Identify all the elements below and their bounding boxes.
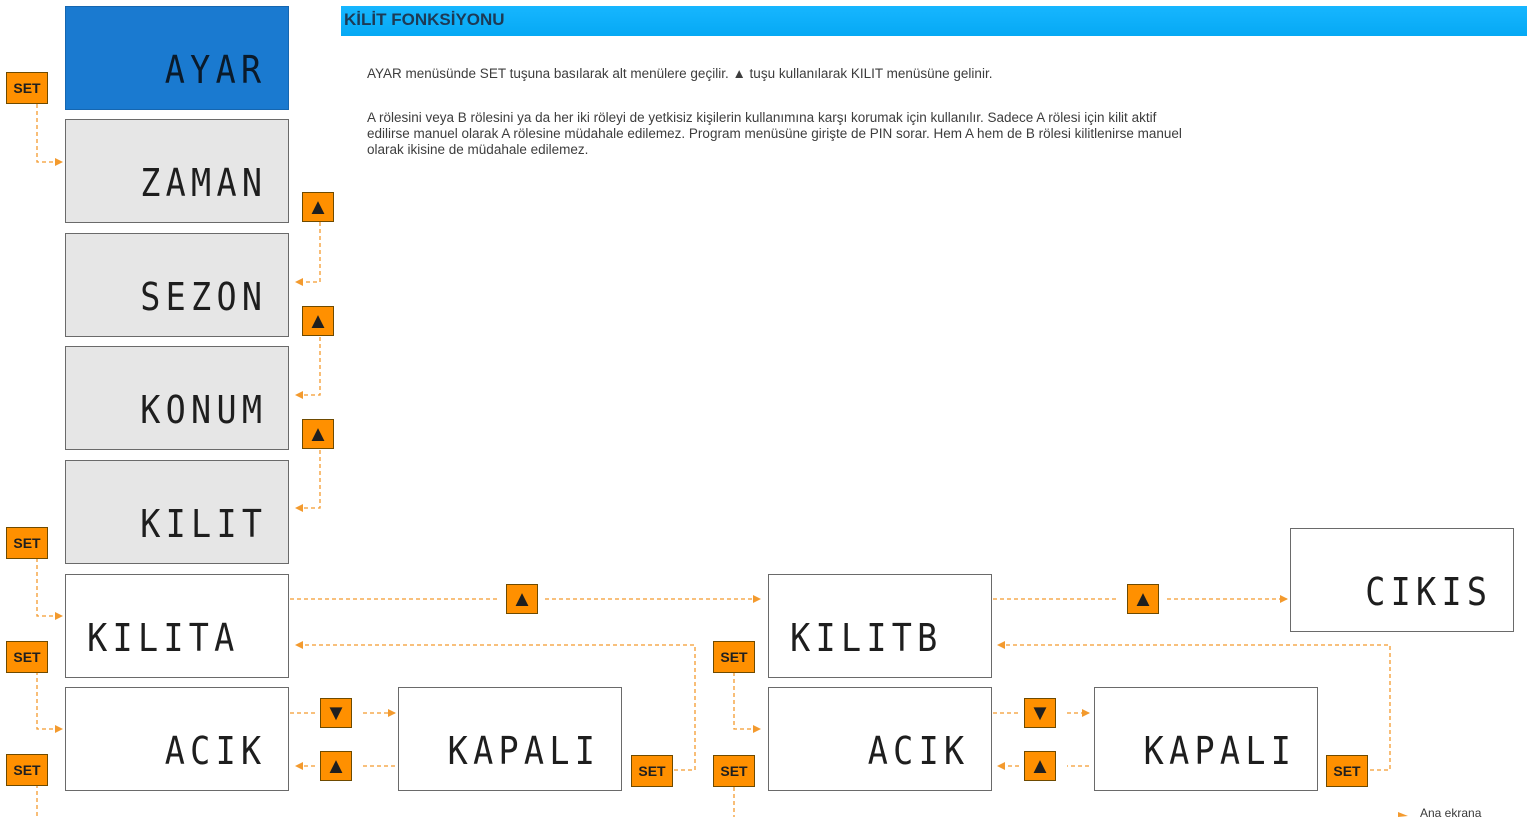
screen-kapali-b: KAPALI xyxy=(1094,687,1318,791)
description-line-1: A rölesini veya B rölesini ya da her iki… xyxy=(367,110,1157,125)
set-button[interactable]: SET xyxy=(713,755,755,787)
set-button[interactable]: SET xyxy=(6,527,48,559)
screen-kilit: KILIT xyxy=(65,460,289,564)
up-arrow-button[interactable]: ▲ xyxy=(302,192,334,222)
screen-cikis: CIKIS xyxy=(1290,528,1514,632)
description-line-2: edilirse manuel olarak A rölesine müdaha… xyxy=(367,126,1182,141)
up-arrow-button[interactable]: ▲ xyxy=(302,306,334,336)
screen-ayar-label: AYAR xyxy=(165,48,267,92)
screen-cikis-label: CIKIS xyxy=(1364,570,1492,614)
set-button[interactable]: SET xyxy=(6,72,48,104)
up-arrow-button[interactable]: ▲ xyxy=(302,419,334,449)
screen-acik-b: ACIK xyxy=(768,687,992,791)
up-arrow-button[interactable]: ▲ xyxy=(506,584,538,614)
intro-paragraph: AYAR menüsünde SET tuşuna basılarak alt … xyxy=(367,66,993,81)
screen-kilita: KILITA xyxy=(65,574,289,678)
down-arrow-button[interactable]: ▼ xyxy=(320,698,352,728)
up-arrow-button[interactable]: ▲ xyxy=(1024,751,1056,781)
screen-kilitb: KILITB xyxy=(768,574,992,678)
screen-zaman-label: ZAMAN xyxy=(139,161,267,205)
screen-zaman: ZAMAN xyxy=(65,119,289,223)
set-button[interactable]: SET xyxy=(6,754,48,786)
screen-kilitb-label: KILITB xyxy=(790,616,943,660)
section-title-bar: KİLİT FONKSİYONU xyxy=(341,6,1527,36)
screen-kapali-a-label: KAPALI xyxy=(447,729,600,773)
screen-konum: KONUM xyxy=(65,346,289,450)
screen-kapali-b-label: KAPALI xyxy=(1143,729,1296,773)
set-button[interactable]: SET xyxy=(6,641,48,673)
up-arrow-button[interactable]: ▲ xyxy=(320,751,352,781)
screen-acik-b-label: ACIK xyxy=(868,729,970,773)
screen-konum-label: KONUM xyxy=(139,388,267,432)
screen-sezon-label: SEZON xyxy=(139,275,267,319)
section-title: KİLİT FONKSİYONU xyxy=(344,10,505,29)
down-arrow-button[interactable]: ▼ xyxy=(1024,698,1056,728)
screen-sezon: SEZON xyxy=(65,233,289,337)
screen-acik-a: ACIK xyxy=(65,687,289,791)
set-button[interactable]: SET xyxy=(631,755,673,787)
set-button[interactable]: SET xyxy=(713,641,755,673)
screen-kapali-a: KAPALI xyxy=(398,687,622,791)
screen-kilit-label: KILIT xyxy=(139,502,267,546)
screen-acik-a-label: ACIK xyxy=(165,729,267,773)
screen-kilita-label: KILITA xyxy=(87,616,240,660)
description-line-3: olarak ikisine de müdahale edilemez. xyxy=(367,142,589,157)
footer-note: Ana ekrana xyxy=(1420,806,1482,820)
set-button[interactable]: SET xyxy=(1326,755,1368,787)
up-arrow-button[interactable]: ▲ xyxy=(1127,584,1159,614)
screen-ayar: AYAR xyxy=(65,6,289,110)
